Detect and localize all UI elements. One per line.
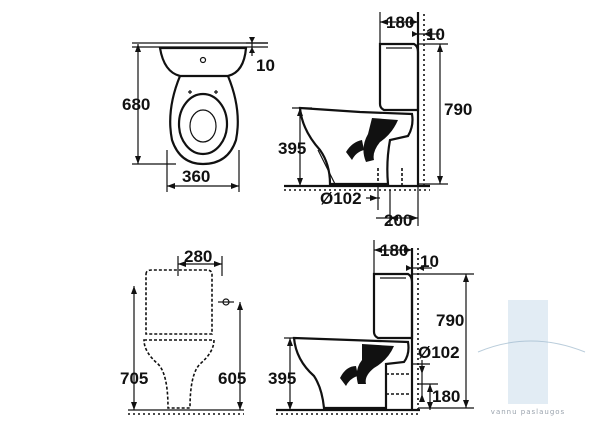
dim-10-side-bottom: 10 [420, 252, 439, 271]
dim-790-bottom: 790 [436, 311, 464, 330]
bottom-side-view: 180 10 790 395 Ø102 180 [268, 240, 474, 415]
watermark-bar [508, 300, 548, 404]
dim-102-bottom: Ø102 [418, 343, 460, 362]
dim-280: 280 [184, 247, 212, 266]
bottom-front-view: 280 705 605 [120, 247, 246, 415]
dim-200: 200 [384, 211, 412, 230]
dim-180-outlet: 180 [432, 387, 460, 406]
dim-360: 360 [182, 167, 210, 186]
watermark: vannu paslaugos [477, 300, 586, 416]
dim-102-top: Ø102 [320, 189, 362, 208]
dim-10-top: 10 [256, 56, 275, 75]
top-side-view: 180 10 790 395 Ø102 200 [278, 12, 472, 230]
dim-10-side-top: 10 [426, 25, 445, 44]
dim-680: 680 [122, 95, 150, 114]
dim-180-top: 180 [386, 13, 414, 32]
dim-790-top: 790 [444, 100, 472, 119]
dim-395-bottom: 395 [268, 369, 296, 388]
dim-605: 605 [218, 369, 246, 388]
dim-395-top: 395 [278, 139, 306, 158]
dim-180-bottom-top: 180 [380, 241, 408, 260]
dim-705: 705 [120, 369, 148, 388]
watermark-text: vannu paslaugos [491, 408, 565, 416]
watermark-swoosh [477, 340, 586, 353]
top-front-view: 680 10 360 [122, 37, 275, 192]
